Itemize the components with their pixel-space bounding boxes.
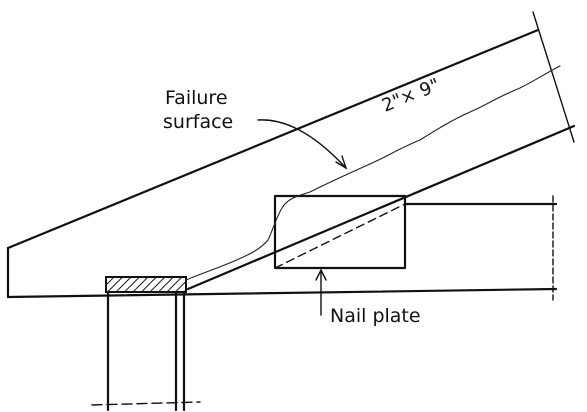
nail-plate-outline [273,194,407,270]
hidden-rafter-edge [274,203,406,269]
break-line [91,401,201,406]
nail-plate [273,194,407,270]
failure-surface-crack [185,65,561,281]
nail-plate-leader [315,268,327,316]
failure-label-line2: surface [163,111,233,133]
bearing-support [91,276,201,412]
bottom-chord [6,202,558,299]
bearing-plate-hatched [105,276,187,293]
dimension-lines [532,11,575,301]
failure-surface-leader [257,119,348,170]
rafter-depth-dimension-line [532,11,575,143]
member-size-label: 2"× 9" [379,75,443,117]
nail-plate-label: Nail plate [330,305,421,327]
failure-label-line1: Failure [165,87,228,109]
top-chord-rafter [6,28,576,291]
